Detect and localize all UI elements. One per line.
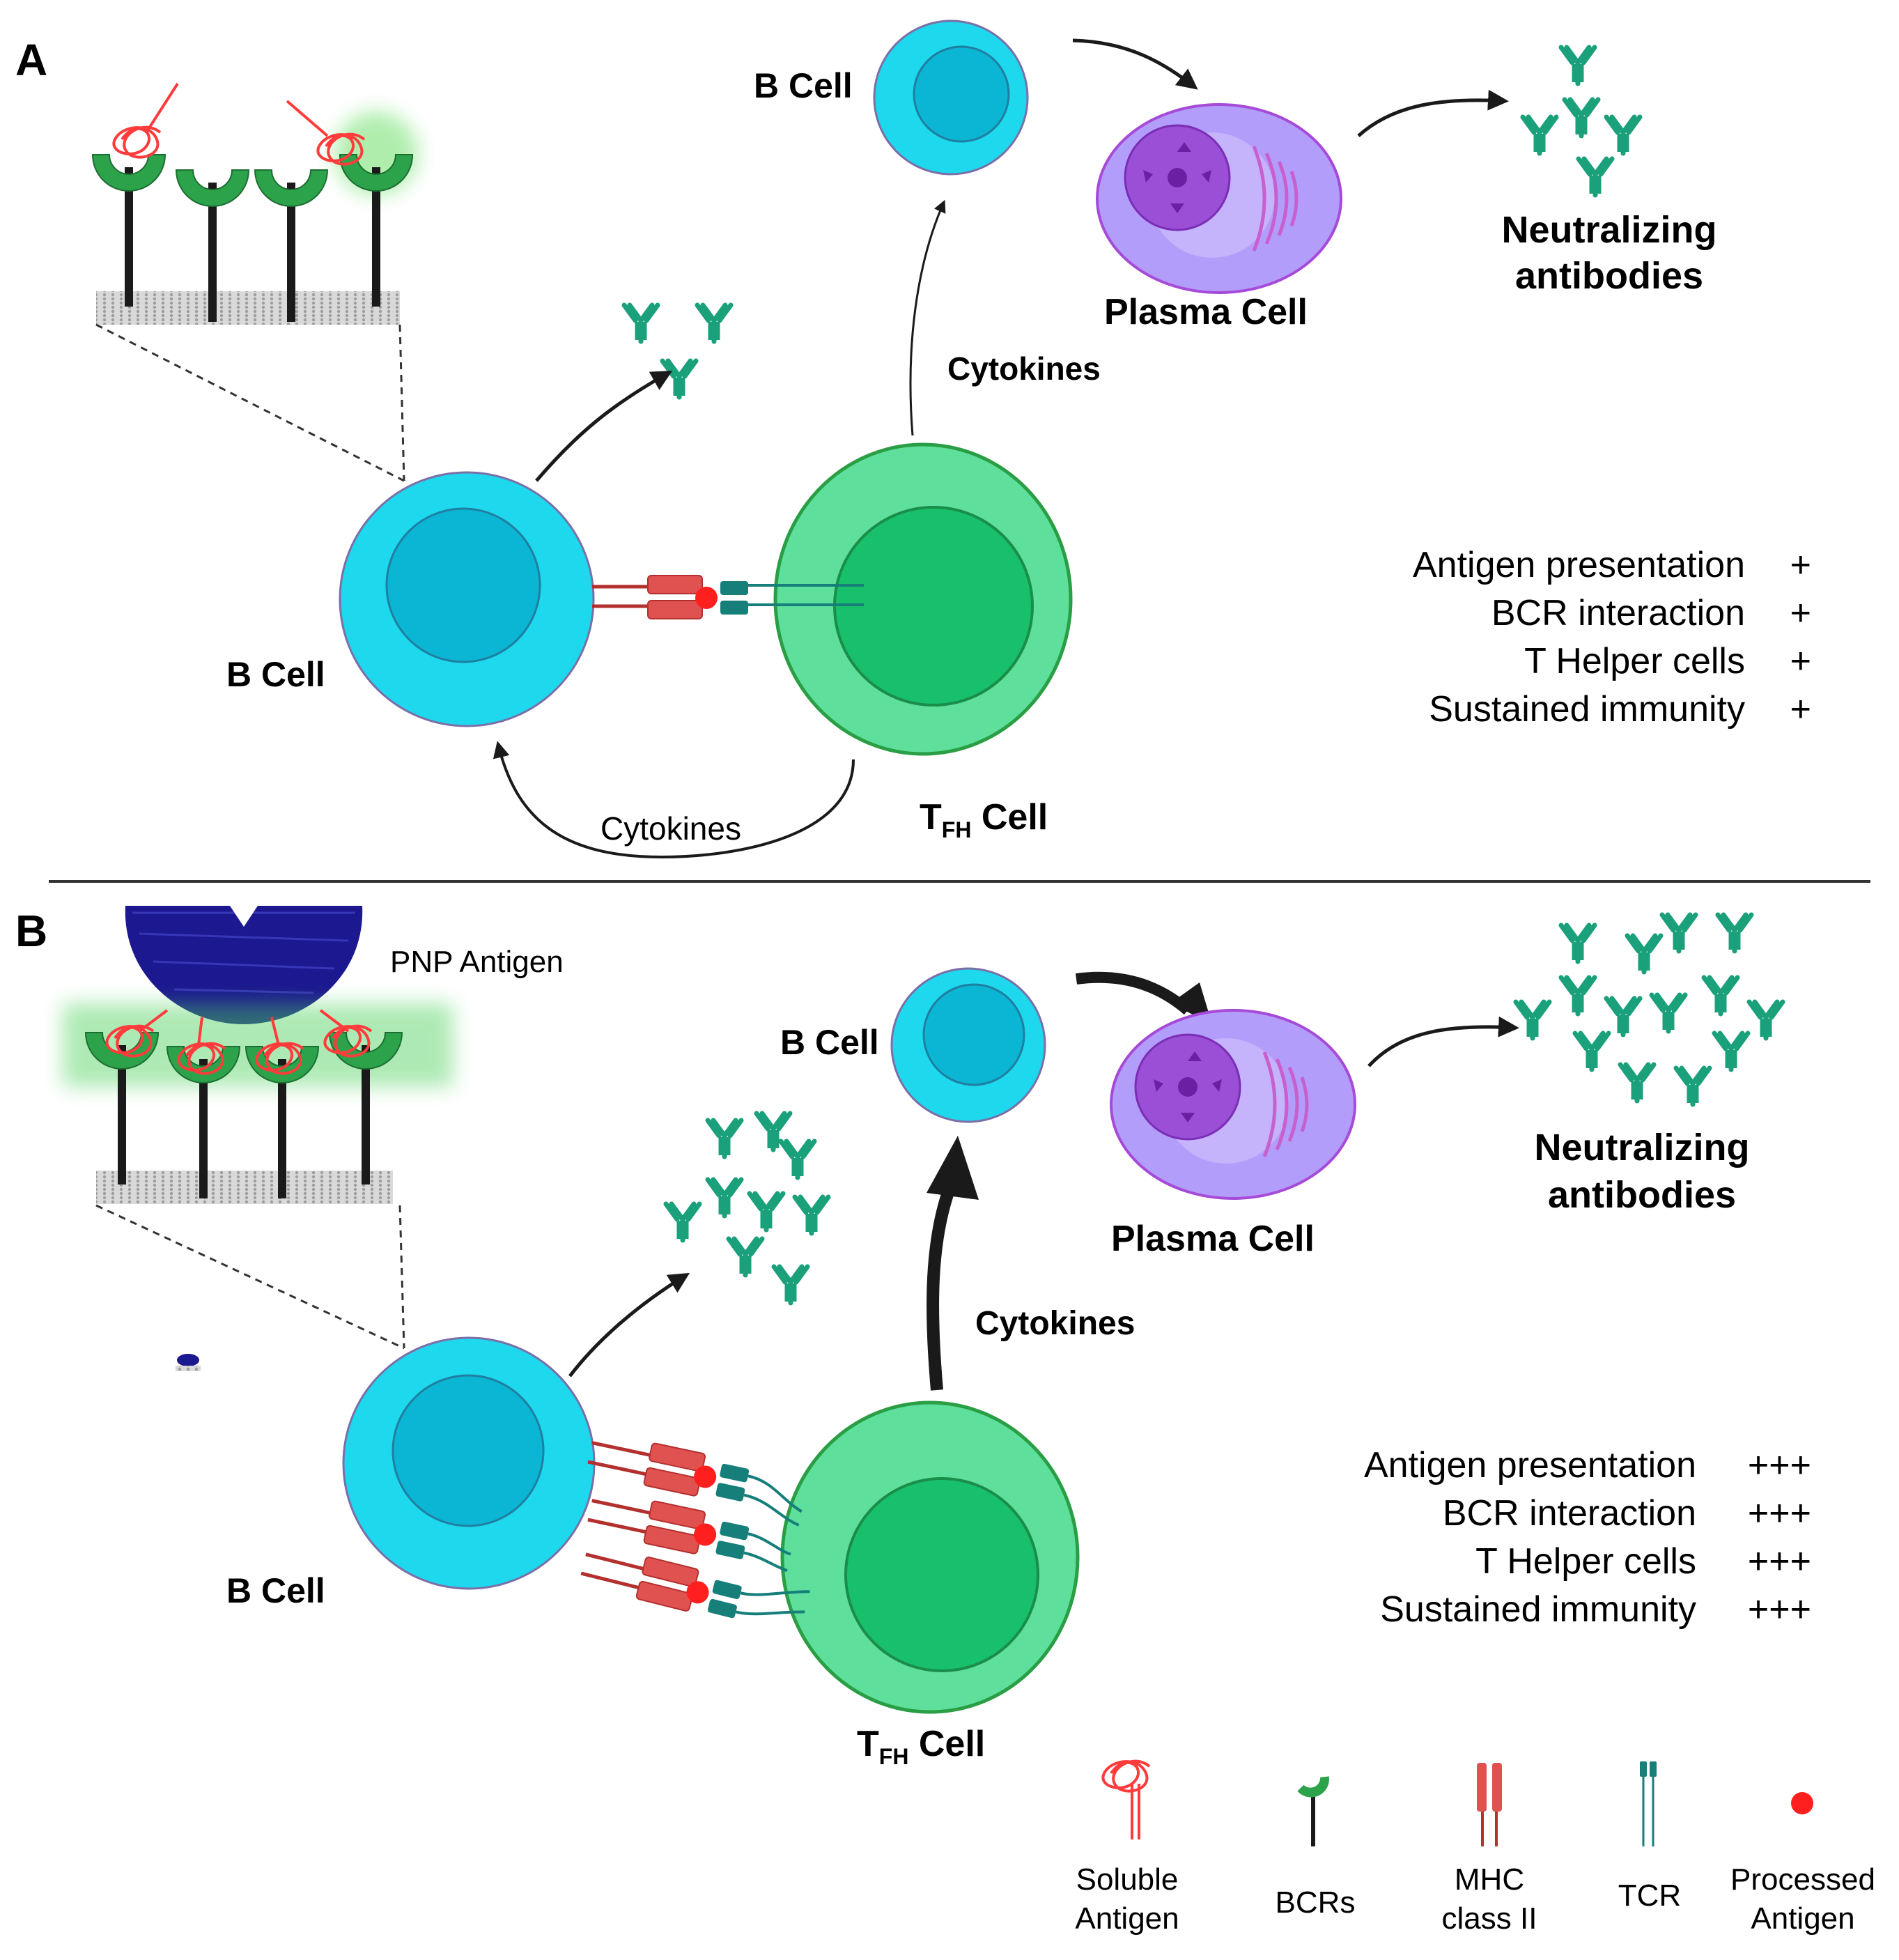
b-cell-a-label: B Cell: [226, 655, 325, 694]
legend-soluble-label-2: Antigen: [1075, 1901, 1179, 1936]
neutralizing-a-line1: Neutralizing: [1501, 209, 1716, 251]
b-cell-top-b-label: B Cell: [780, 1023, 879, 1062]
panel-a: A B Cell: [15, 20, 1811, 859]
attr-b-value-0: +++: [1748, 1445, 1811, 1486]
panel-b: B PNP Antigen: [15, 906, 1811, 1769]
mhc-legend-icon: [1477, 1763, 1502, 1846]
processed-antigen-legend-icon: [1791, 1792, 1813, 1814]
attr-a-value-1: +: [1790, 593, 1811, 633]
mhc-tcr-complexes-b: [580, 1441, 810, 1623]
legend-processed-label-1: Processed: [1730, 1862, 1875, 1897]
attr-a-value-2: +: [1790, 641, 1811, 681]
b-cell-top-a-label: B Cell: [754, 66, 853, 105]
attr-a-label-3: Sustained immunity: [1429, 689, 1745, 730]
plasma-cell-a-label: Plasma Cell: [1104, 292, 1308, 332]
neutralizing-b-line2: antibodies: [1548, 1174, 1736, 1216]
plasma-cell-b: [1110, 1009, 1356, 1200]
b-cell-top-a: [873, 20, 1029, 176]
tcr-legend-icon: [1640, 1761, 1657, 1846]
legend-processed-antigen: Processed Antigen: [1730, 1792, 1875, 1936]
soluble-antigen-icon: [112, 82, 366, 166]
pnp-antigen-icon: [125, 906, 363, 1024]
attributes-b: Antigen presentation +++ BCR interaction…: [1364, 1445, 1811, 1630]
b-cell-b-label: B Cell: [226, 1571, 325, 1610]
attr-b-label-1: BCR interaction: [1443, 1493, 1696, 1534]
attr-b-value-1: +++: [1748, 1493, 1811, 1534]
panel-a-letter: A: [15, 35, 47, 85]
attr-b-value-3: +++: [1748, 1589, 1811, 1630]
legend-soluble-antigen: Soluble Antigen: [1075, 1759, 1179, 1936]
soluble-antigen-legend-icon: [1101, 1759, 1151, 1839]
cytokines-lower-a: Cytokines: [600, 810, 741, 847]
legend-soluble-label-1: Soluble: [1076, 1862, 1179, 1897]
legend-mhc-label-2: class II: [1442, 1901, 1537, 1936]
tfh-cell-a: [773, 442, 1073, 756]
legend-mhc-label-1: MHC: [1455, 1862, 1524, 1897]
legend-mhc: MHC class II: [1442, 1763, 1537, 1936]
mhc-tcr-complex-a: [592, 575, 864, 619]
panel-b-letter: B: [15, 906, 47, 956]
b-cell-top-b: [890, 967, 1046, 1123]
legend-processed-label-2: Antigen: [1751, 1901, 1854, 1936]
attr-b-label-0: Antigen presentation: [1364, 1445, 1696, 1486]
antibodies-cluster-b: [666, 1113, 828, 1303]
attr-a-label-2: T Helper cells: [1524, 641, 1745, 681]
attr-a-label-0: Antigen presentation: [1413, 545, 1745, 585]
attr-a-label-1: BCR interaction: [1491, 593, 1745, 633]
tfh-cell-b-label: TFH Cell: [857, 1724, 985, 1769]
tfh-cell-a-label: TFH Cell: [920, 797, 1048, 842]
cytokines-upper-a: Cytokines: [947, 350, 1101, 387]
attr-b-value-2: +++: [1748, 1541, 1811, 1582]
legend: Soluble Antigen BCRs MHC class II: [1075, 1759, 1875, 1936]
attr-b-label-3: Sustained immunity: [1380, 1589, 1696, 1630]
neutralizing-a-line2: antibodies: [1515, 255, 1703, 297]
legend-tcr-label: TCR: [1618, 1878, 1681, 1913]
attr-a-value-0: +: [1790, 545, 1811, 585]
attr-a-value-3: +: [1790, 689, 1811, 730]
cytokines-b: Cytokines: [975, 1305, 1135, 1342]
antibodies-neutralizing-b: [1516, 915, 1783, 1104]
neutralizing-b-line1: Neutralizing: [1534, 1127, 1749, 1168]
b-cell-b: [342, 1336, 596, 1590]
legend-bcr-label: BCRs: [1276, 1885, 1356, 1920]
bcr-membrane-inset-b: [63, 1003, 453, 1204]
antibodies-neutralizing-a: [1523, 47, 1640, 195]
attr-b-label-2: T Helper cells: [1475, 1541, 1696, 1582]
attributes-a: Antigen presentation + BCR interaction +…: [1413, 545, 1811, 730]
antibodies-small-a: [624, 305, 731, 397]
tfh-cell-b: [780, 1400, 1080, 1714]
bcr-membrane-inset-a: [93, 82, 418, 325]
bcr-legend-icon: [1297, 1776, 1329, 1846]
plasma-cell-a: [1096, 103, 1342, 294]
pnp-marker-icon: [176, 1354, 201, 1371]
pnp-antigen-label: PNP Antigen: [390, 945, 564, 979]
plasma-cell-b-label: Plasma Cell: [1111, 1219, 1315, 1259]
legend-tcr: TCR: [1618, 1761, 1681, 1913]
legend-bcr: BCRs: [1276, 1776, 1356, 1920]
b-cell-a: [339, 471, 595, 727]
